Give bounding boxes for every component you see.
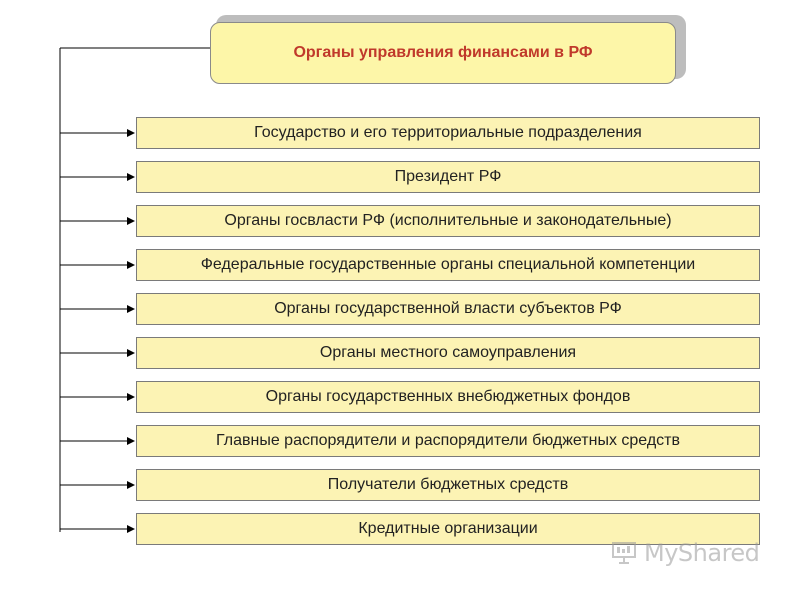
watermark: MyShared <box>610 538 760 568</box>
watermark-text: MyShared <box>644 539 760 567</box>
item-box-7: Органы государственных внебюджетных фонд… <box>136 381 760 413</box>
item-box-5: Органы государственной власти субъектов … <box>136 293 760 325</box>
item-box-9: Получатели бюджетных средств <box>136 469 760 501</box>
arrow-group <box>60 129 135 533</box>
presentation-icon <box>612 542 636 564</box>
item-label-3: Органы госвласти РФ (исполнительные и за… <box>224 212 672 229</box>
item-label-1: Государство и его территориальные подраз… <box>254 124 642 141</box>
item-label-5: Органы государственной власти субъектов … <box>274 300 622 317</box>
item-label-7: Органы государственных внебюджетных фонд… <box>265 388 631 405</box>
item-label-2: Президент РФ <box>394 168 502 185</box>
diagram-title: Органы управления финансами в РФ <box>293 44 593 61</box>
item-box-2: Президент РФ <box>136 161 760 193</box>
item-label-9: Получатели бюджетных средств <box>327 476 569 493</box>
item-label-10: Кредитные организации <box>358 520 538 537</box>
item-box-6: Органы местного самоуправления <box>136 337 760 369</box>
item-box-8: Главные распорядители и распорядители бю… <box>136 425 760 457</box>
item-label-8: Главные распорядители и распорядители бю… <box>216 432 680 449</box>
item-label-4: Федеральные государственные органы специ… <box>200 256 696 273</box>
item-box-3: Органы госвласти РФ (исполнительные и за… <box>136 205 760 237</box>
title-box: Органы управления финансами в РФ <box>210 22 676 84</box>
item-box-10: Кредитные организации <box>136 513 760 545</box>
item-box-4: Федеральные государственные органы специ… <box>136 249 760 281</box>
item-box-1: Государство и его территориальные подраз… <box>136 117 760 149</box>
item-label-6: Органы местного самоуправления <box>319 344 577 361</box>
